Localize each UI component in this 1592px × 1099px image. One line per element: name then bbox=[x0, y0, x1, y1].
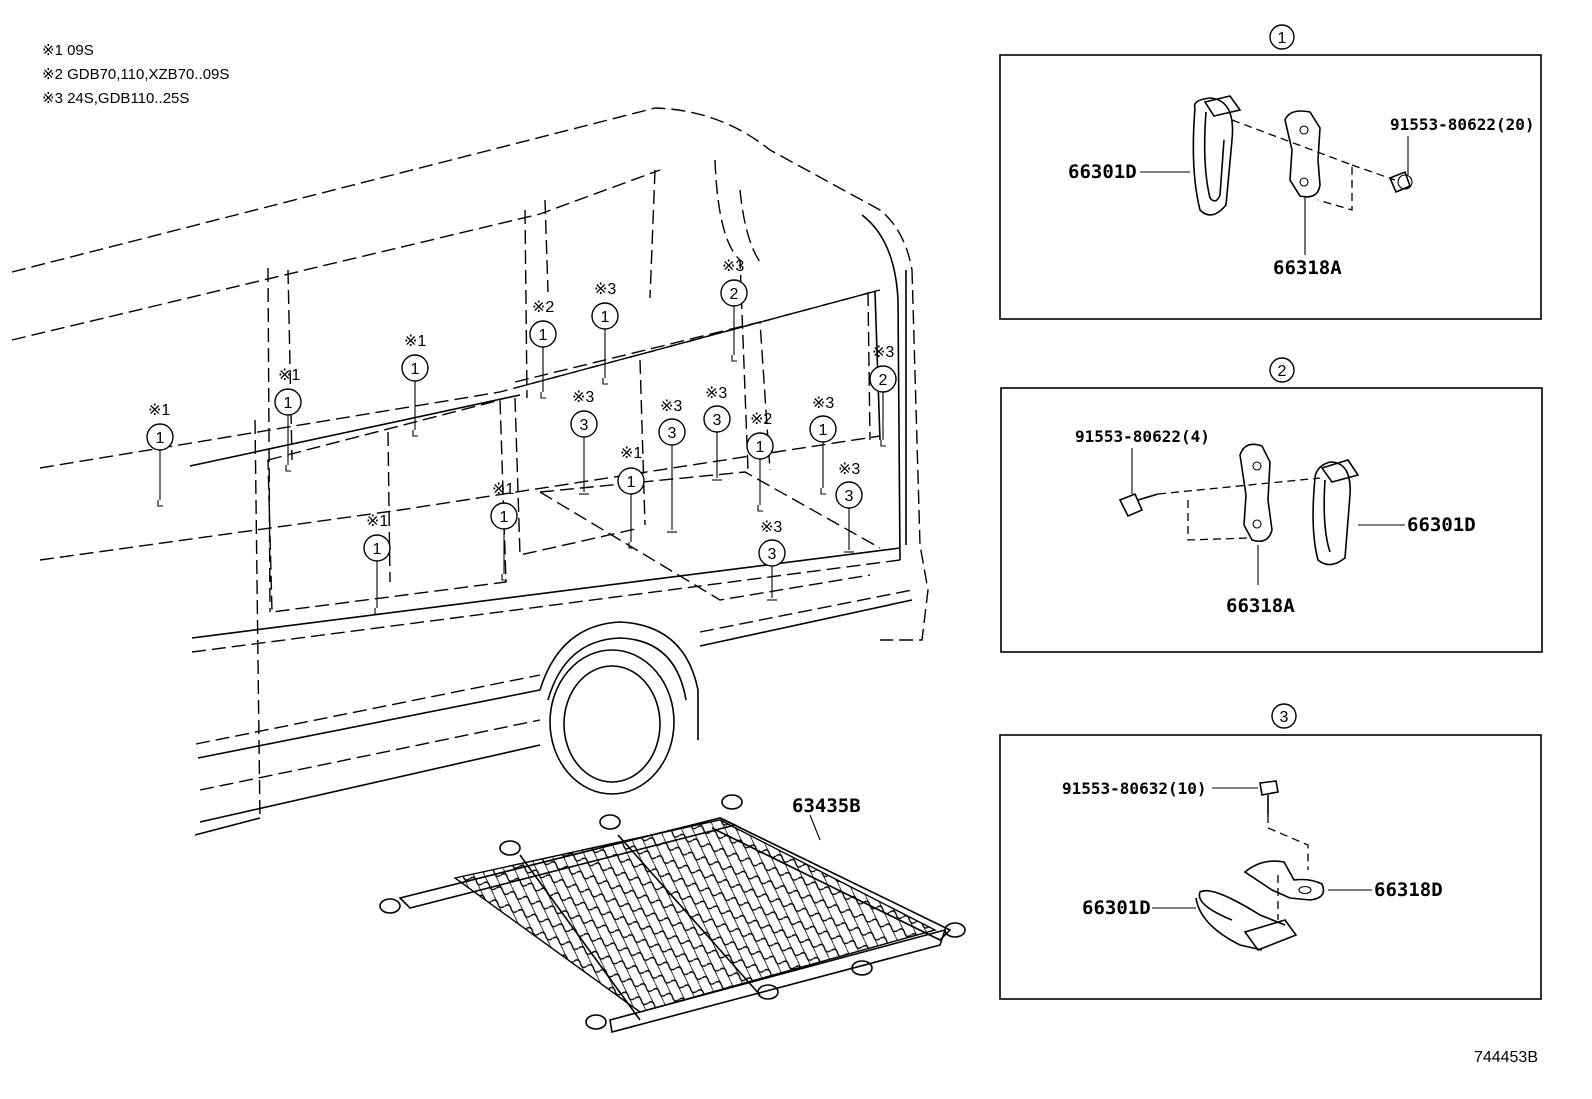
callout-4: ※3 1 bbox=[591, 281, 619, 385]
callout-14: ※1 1 bbox=[617, 445, 645, 549]
panel-number: 3 bbox=[1280, 709, 1289, 726]
callout-number: 1 bbox=[627, 474, 636, 491]
callout-number: 1 bbox=[156, 430, 165, 447]
note-1: ※1 09S bbox=[42, 42, 94, 59]
callout-10: ※2 1 bbox=[746, 411, 774, 512]
callout-mark: ※1 bbox=[404, 333, 426, 350]
callout-mark: ※2 bbox=[532, 299, 554, 316]
detail-panel-3: 3 91553-80632(10) 66318D 66301D bbox=[999, 703, 1542, 1000]
callout-16: ※1 1 bbox=[363, 513, 391, 615]
panel-number: 2 bbox=[1278, 363, 1287, 380]
callout-mark: ※3 bbox=[660, 398, 682, 415]
panel-number: 1 bbox=[1278, 30, 1287, 47]
bolt-part-number: 91553-80622(4) bbox=[1075, 427, 1210, 446]
callout-2: ※1 1 bbox=[401, 333, 429, 437]
callout-number: 3 bbox=[768, 546, 777, 563]
callout-number: 1 bbox=[500, 509, 509, 526]
bracket-part-number: 66318D bbox=[1374, 879, 1443, 901]
callout-mark: ※1 bbox=[620, 445, 642, 462]
callout-number: 3 bbox=[845, 488, 854, 505]
notes-legend: ※1 09S ※2 GDB70,110,XZB70..09S ※3 24S,GD… bbox=[42, 42, 229, 107]
van-body-outline bbox=[11, 107, 929, 836]
callout-mark: ※1 bbox=[492, 481, 514, 498]
callout-mark: ※3 bbox=[705, 385, 727, 402]
bolt-part-number: 91553-80622(20) bbox=[1390, 115, 1535, 134]
callout-mark: ※2 bbox=[750, 411, 772, 428]
diagram-id: 744453B bbox=[1474, 1049, 1538, 1066]
hook-part-number: 66301D bbox=[1407, 514, 1476, 536]
hook-part-number: 66301D bbox=[1082, 897, 1151, 919]
callout-number: 1 bbox=[284, 395, 293, 412]
callout-number: 2 bbox=[879, 372, 888, 389]
callout-9: ※3 3 bbox=[703, 385, 731, 481]
callout-mark: ※3 bbox=[812, 395, 834, 412]
callout-mark: ※3 bbox=[872, 344, 894, 361]
detail-panel-2: 2 91553-80622(4) 66318A 66301D bbox=[1000, 357, 1543, 653]
callout-mark: ※3 bbox=[572, 389, 594, 406]
callout-number: 2 bbox=[730, 286, 739, 303]
callout-number: 1 bbox=[411, 361, 420, 378]
callout-mark: ※3 bbox=[838, 461, 860, 478]
rear-wheel bbox=[539, 621, 699, 795]
callout-7: ※3 3 bbox=[570, 389, 598, 495]
callout-mark: ※1 bbox=[148, 402, 170, 419]
net-part-number: 63435B bbox=[792, 795, 861, 817]
bracket-part-number: 66318A bbox=[1226, 595, 1295, 617]
callout-1: ※1 1 bbox=[274, 367, 302, 472]
callout-13: ※3 3 bbox=[758, 519, 786, 601]
callout-mark: ※3 bbox=[722, 258, 744, 275]
callout-number: 1 bbox=[819, 422, 828, 439]
callout-mark: ※3 bbox=[760, 519, 782, 536]
callout-number: 3 bbox=[580, 417, 589, 434]
callout-0: ※1 1 bbox=[146, 402, 174, 507]
callout-number: 3 bbox=[668, 425, 677, 442]
callout-12: ※3 3 bbox=[835, 461, 863, 553]
callout-15: ※1 1 bbox=[490, 481, 518, 581]
callout-mark: ※1 bbox=[366, 513, 388, 530]
callout-6: ※3 2 bbox=[869, 344, 897, 447]
callout-mark: ※3 bbox=[594, 281, 616, 298]
callout-11: ※3 1 bbox=[809, 395, 837, 495]
callout-number: 1 bbox=[539, 327, 548, 344]
callout-number: 1 bbox=[756, 439, 765, 456]
hook-part-number: 66301D bbox=[1068, 161, 1137, 183]
callout-number: 3 bbox=[713, 412, 722, 429]
cargo-net: 63435B bbox=[379, 794, 966, 1033]
bolt-part-number: 91553-80632(10) bbox=[1062, 779, 1207, 798]
note-2: ※2 GDB70,110,XZB70..09S bbox=[42, 66, 229, 83]
bracket-part-number: 66318A bbox=[1273, 257, 1342, 279]
callout-number: 1 bbox=[601, 309, 610, 326]
detail-panel-1: 1 66301D 66318A 91553-80622(20) bbox=[999, 24, 1542, 320]
callout-3: ※2 1 bbox=[529, 299, 557, 399]
callout-number: 1 bbox=[373, 541, 382, 558]
callout-5: ※3 2 bbox=[720, 258, 748, 362]
note-3: ※3 24S,GDB110..25S bbox=[42, 90, 189, 107]
callout-8: ※3 3 bbox=[658, 398, 686, 533]
net-hook bbox=[379, 794, 966, 1030]
callout-mark: ※1 bbox=[278, 367, 300, 384]
